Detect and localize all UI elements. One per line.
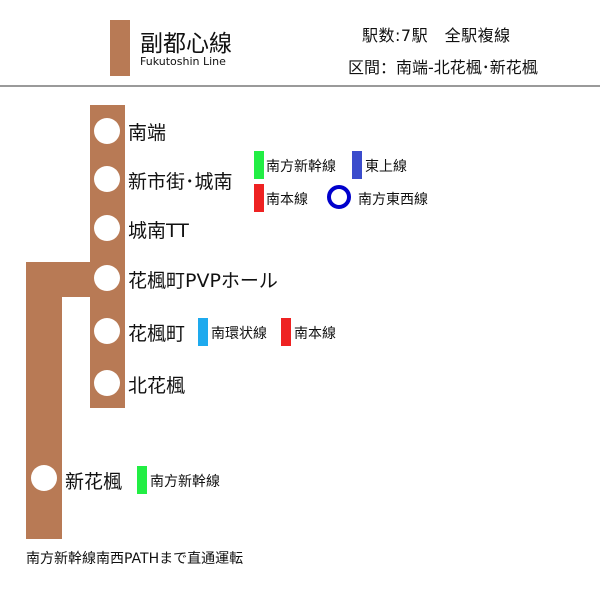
transfer-label-nanpo-tozai: 南方東西線: [358, 192, 428, 208]
main-track: [90, 105, 125, 408]
line-name-english: Fukutoshin Line: [140, 55, 226, 68]
station-marker-kafucho-pvp[interactable]: [94, 265, 120, 291]
station-label-kafucho-pvp: 花楓町PVPホール: [128, 270, 278, 292]
transfer-chip-tojo: [352, 151, 362, 179]
section-info: 区間：南端-北花楓･新花楓: [348, 58, 538, 77]
station-label-shinichigai: 新市街･城南: [128, 171, 233, 193]
transfer-label-nanhon: 南本線: [266, 192, 308, 208]
branch-track-vertical: [26, 262, 62, 539]
transfer-chip-nankan: [198, 318, 208, 346]
station-label-shinkafu: 新花楓: [65, 471, 123, 493]
transfer-chip-nanhon: [254, 184, 264, 212]
station-marker-nantan[interactable]: [94, 118, 120, 144]
transfer-chip-kafucho-nanhon: [281, 318, 291, 346]
station-label-kafucho: 花楓町: [128, 323, 186, 345]
transfer-label-shinkafu-shinkansen: 南方新幹線: [150, 474, 220, 490]
transfer-chip-shinkafu-shinkansen: [137, 466, 147, 494]
station-label-nantan: 南端: [128, 122, 167, 144]
header-divider: [0, 85, 600, 87]
through-service-note: 南方新幹線南西PATHまで直通運転: [26, 551, 244, 567]
transfer-label-nanpo-shinkansen: 南方新幹線: [266, 159, 336, 175]
transfer-chip-nanpo-shinkansen: [254, 151, 264, 179]
station-label-kitakafu: 北花楓: [128, 375, 186, 397]
transfer-label-nankan: 南環状線: [211, 326, 267, 342]
line-name: 副都心線: [140, 31, 232, 57]
station-marker-kafucho[interactable]: [94, 318, 120, 344]
station-count-info: 駅数:7駅 全駅複線: [362, 26, 511, 45]
transfer-label-tojo: 東上線: [365, 159, 407, 175]
transfer-label-kafucho-nanhon: 南本線: [294, 326, 336, 342]
station-label-jonan-tt: 城南TT: [128, 220, 189, 242]
station-marker-jonan-tt[interactable]: [94, 215, 120, 241]
station-marker-shinichigai[interactable]: [94, 166, 120, 192]
station-marker-shinkafu[interactable]: [31, 465, 57, 491]
line-color-swatch: [110, 20, 130, 76]
transfer-ring-nanpo-tozai: [327, 185, 351, 209]
station-marker-kitakafu[interactable]: [94, 370, 120, 396]
